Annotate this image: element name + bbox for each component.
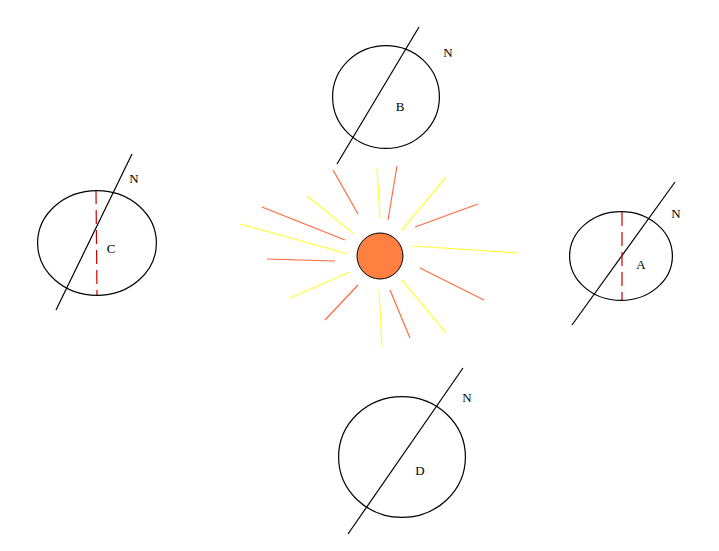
sun-ray: [379, 290, 382, 346]
position-letter: D: [415, 464, 424, 477]
earth-circle: A: [569, 211, 673, 301]
sun-ray: [325, 285, 358, 320]
sun-ray: [402, 280, 446, 333]
axis-line: [348, 368, 463, 534]
earth-outline: [570, 212, 673, 301]
terminator-line: [621, 212, 622, 300]
earth-outline: [569, 211, 673, 301]
axis-line: [337, 27, 419, 164]
sun-ray: [333, 170, 358, 214]
position-letter: A: [636, 258, 645, 271]
north-label: N: [443, 46, 452, 59]
axis-line: [56, 154, 132, 310]
earth-circle: C: [37, 190, 157, 296]
earth-circle: D: [338, 396, 466, 518]
earth-outline: [38, 191, 157, 296]
sun-rays: [240, 166, 518, 346]
sun: [357, 233, 403, 279]
sun-ray: [307, 196, 353, 233]
north-label: N: [671, 207, 680, 220]
axis-line: [572, 182, 675, 325]
sun-ray: [420, 268, 484, 300]
sun-ray: [267, 259, 335, 261]
north-label: N: [462, 391, 471, 404]
sun-ray: [402, 177, 446, 230]
earth-circle: B: [332, 45, 440, 149]
earth-outline: [37, 190, 157, 296]
earth-outline: [339, 397, 466, 518]
sun-ray: [415, 204, 478, 227]
sun-ray: [390, 290, 410, 338]
terminator-line: [96, 190, 97, 296]
position-letter: C: [107, 242, 116, 255]
sun-ray: [262, 207, 345, 240]
sun-ray: [412, 246, 518, 253]
sun-ray: [290, 272, 350, 298]
earth-outline: [332, 45, 440, 149]
sun-ray: [377, 168, 380, 218]
earth-outline: [333, 46, 440, 149]
north-label: N: [129, 172, 138, 185]
sun-ray: [388, 166, 397, 220]
position-letter: B: [396, 100, 405, 113]
sun-ray: [240, 224, 348, 254]
earth-outline: [338, 396, 466, 518]
